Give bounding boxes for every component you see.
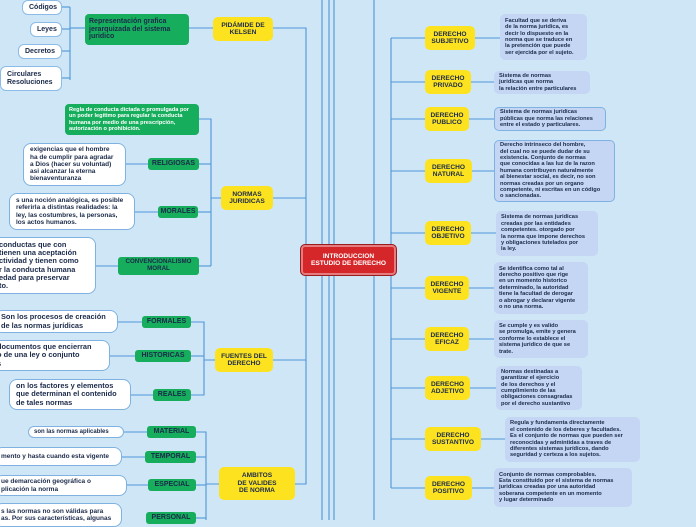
normas-convencionalismo[interactable]: CONVENCIONALISMO MORAL [118,257,199,275]
formales-desc[interactable]: Son los procesos de creación de las norm… [0,310,118,333]
fuentes-formales[interactable]: FORMALES [142,316,191,328]
piramide-item-leyes[interactable]: Leyes [30,22,62,37]
piramide-item-decretos[interactable]: Decretos [18,44,62,59]
vigente-desc[interactable]: Se identifica como tal al derecho positi… [494,262,588,314]
topic-derecho-natural[interactable]: DERECHO NATURAL [425,159,472,183]
normas-definition[interactable]: Regla de conducta dictada o promulgada p… [65,104,199,135]
material-desc[interactable]: son las normas aplicables [28,426,124,438]
topic-fuentes-derecho[interactable]: FUENTES DEL DERECHO [215,348,273,372]
topic-piramide-kelsen[interactable]: PIDÁMIDE DE KELSEN [213,17,273,41]
topic-derecho-vigente[interactable]: DERECHO VIGENTE [425,276,469,300]
topic-derecho-positivo[interactable]: DERECHO POSITIVO [425,476,472,500]
topic-derecho-objetivo[interactable]: DERECHO OBJETIVO [425,221,471,245]
central-topic[interactable]: INTRODUCCION ESTUDIO DE DERECHO [300,244,397,276]
subjetivo-desc[interactable]: Facultad que se deriva de la norma jurid… [500,14,587,60]
normas-religiosas[interactable]: RELIGIOSAS [148,158,199,170]
topic-derecho-eficaz[interactable]: DERECHO EFICAZ [425,327,469,351]
objetivo-desc[interactable]: Sistema de normas juridicas creadas por … [496,211,598,256]
piramide-item-codigos[interactable]: Códigos [22,0,62,15]
temporal-desc[interactable]: mento y hasta cuando esta vigente [0,447,122,466]
ambito-especial[interactable]: ESPECIAL [148,479,196,491]
publico-desc[interactable]: Sistema de normas juridicas públicas que… [494,107,606,131]
morales-desc[interactable]: s una noción analógica, es posible refer… [9,193,135,230]
personal-desc[interactable]: s las normas no son válidas para as. Por… [0,503,122,527]
sustantivo-desc[interactable]: Regula y fundamenta directamente el cont… [505,417,640,462]
eficaz-desc[interactable]: Se cumple y es valido se promulga, emite… [494,320,588,358]
historicas-desc[interactable]: documentos que encierran o de una ley o … [0,340,110,371]
convencionalismo-desc[interactable]: conductas que con tienen una aceptación … [0,237,96,294]
religiosas-desc[interactable]: exigencias que el hombre ha de cumplir p… [23,143,126,186]
ambito-material[interactable]: MATERIAL [147,426,196,438]
ambito-personal[interactable]: PERSONAL [146,512,196,524]
topic-derecho-privado[interactable]: DERECHO PRIVADO [425,70,471,94]
normas-morales[interactable]: MORALES [158,206,198,218]
adjetivo-desc[interactable]: Normas destinadas a garantizar el ejerci… [496,366,582,410]
especial-desc[interactable]: ue demarcación geográfica o plicación la… [0,475,127,496]
topic-derecho-sustantivo[interactable]: DERECHO SUSTANTIVO [425,427,481,451]
topic-derecho-publico[interactable]: DERECHO PUBLICO [425,107,469,131]
topic-derecho-subjetivo[interactable]: DERECHO SUBJETIVO [425,26,475,50]
fuentes-reales[interactable]: REALES [153,389,191,401]
topic-ambitos-validez[interactable]: AMBITOS DE VALIDES DE NORMA [219,467,295,500]
topic-derecho-adjetivo[interactable]: DERECHO ADJETIVO [425,376,470,400]
topic-normas-juridicas[interactable]: NORMAS JURIDICAS [221,186,273,210]
reales-desc[interactable]: on los factores y elementos que determin… [9,379,131,410]
natural-desc[interactable]: Derecho intrinseco del hombre, del cual … [494,140,615,202]
piramide-definition[interactable]: Representación grafica jerarquizada del … [85,14,189,45]
privado-desc[interactable]: Sistema de normas juridicas que norma la… [494,71,590,94]
piramide-item-circulares[interactable]: Circulares Resoluciones [0,66,62,91]
ambito-temporal[interactable]: TEMPORAL [145,451,196,463]
positivo-desc[interactable]: Conjunto de normas comprobables. Esta co… [494,468,632,507]
fuentes-historicas[interactable]: HISTORICAS [135,350,191,362]
